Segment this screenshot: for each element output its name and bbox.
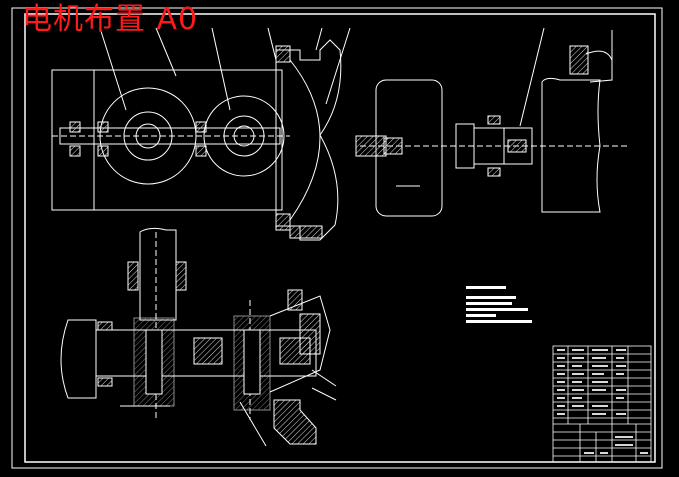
gearbox-section-view: [60, 227, 337, 447]
inner-frame: [24, 13, 656, 463]
motor-coupling-view: [355, 27, 630, 217]
outer-frame: [11, 7, 663, 469]
title-block: [552, 345, 652, 463]
end-cover-section: [275, 27, 351, 241]
technical-notes-block: [466, 286, 532, 323]
page-title: 电机布置 A0: [22, 2, 199, 37]
gearbox-plan-view: [51, 27, 290, 211]
title-block-text: [557, 349, 648, 454]
